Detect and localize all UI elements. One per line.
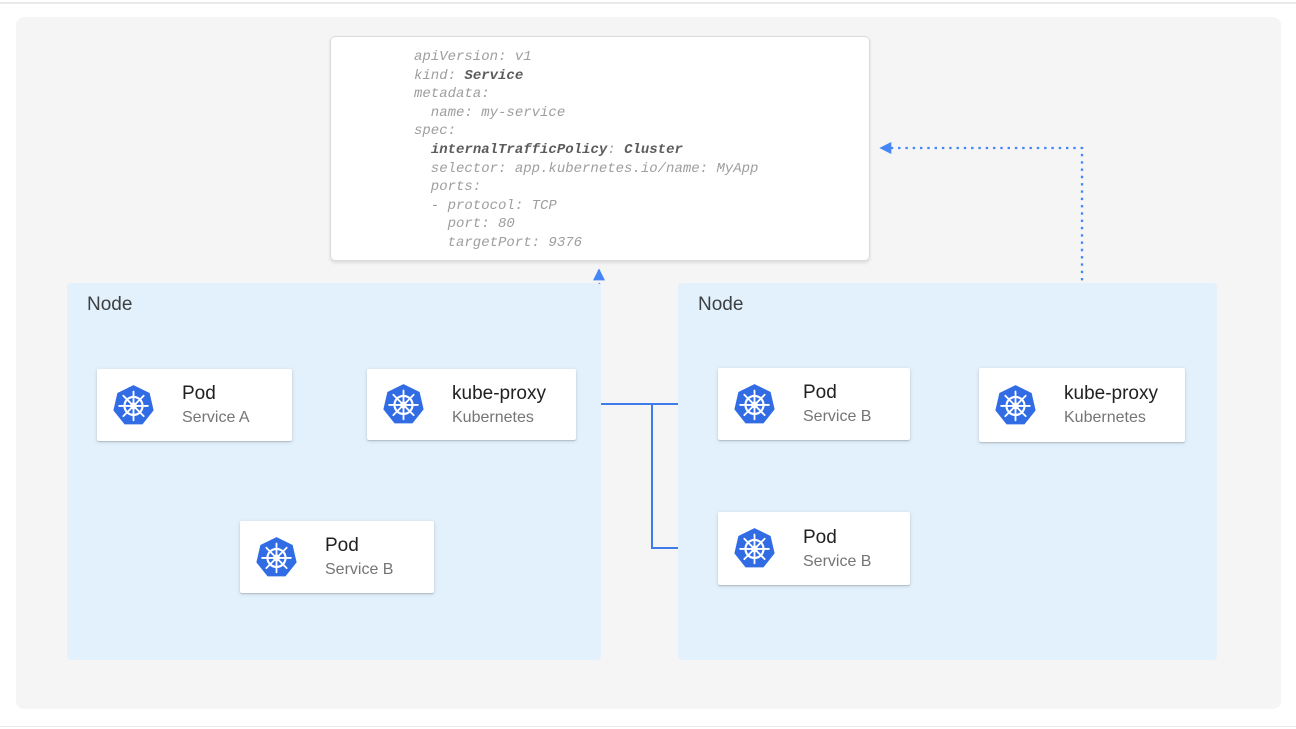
node-panel-right: Node	[678, 283, 1217, 660]
yaml-code-line: spec:	[414, 123, 457, 140]
pod-card-service-b-top-right: Pod Service B	[718, 368, 910, 440]
card-title: Pod	[803, 526, 837, 548]
card-subtitle: Kubernetes	[1064, 409, 1146, 426]
card-subtitle: Kubernetes	[452, 408, 534, 426]
card-title: Pod	[803, 382, 837, 403]
yaml-code-line: name: my-service	[414, 104, 566, 121]
yaml-code-line: selector: app.kubernetes.io/name: MyApp	[414, 160, 759, 177]
kube-proxy-card-right: kube-proxy Kubernetes	[979, 368, 1185, 442]
pod-card-service-b-left: Pod Service B	[240, 521, 434, 593]
kubernetes-logo-icon	[255, 536, 298, 579]
service-manifest-card: apiVersion: v1 kind: Service metadata: nam…	[330, 36, 870, 261]
top-divider-line	[0, 2, 1296, 4]
card-title: kube-proxy	[452, 382, 546, 404]
card-title: Pod	[182, 383, 216, 404]
node-panel-left: Node	[67, 283, 601, 660]
pod-card-service-b-bottom-right: Pod Service B	[718, 512, 910, 585]
yaml-code-line: port: 80	[414, 216, 515, 233]
kube-proxy-card-left: kube-proxy Kubernetes	[367, 369, 576, 440]
yaml-code-line: kind: Service	[414, 67, 524, 84]
card-title: kube-proxy	[1064, 383, 1158, 404]
card-subtitle: Service B	[803, 408, 872, 425]
yaml-code-line: metadata:	[414, 86, 490, 103]
bottom-divider-line	[0, 726, 1296, 727]
kubernetes-logo-icon	[112, 384, 155, 427]
yaml-code-line: ports:	[414, 179, 482, 196]
pod-card-service-a: Pod Service A	[97, 369, 292, 441]
yaml-code-line: internalTrafficPolicy: Cluster	[430, 141, 683, 158]
card-subtitle: Service B	[325, 561, 394, 578]
card-subtitle: Service B	[803, 552, 872, 570]
yaml-code-line: apiVersion: v1	[414, 49, 532, 65]
yaml-code: apiVersion: v1 kind: Service metadata: nam…	[414, 48, 758, 253]
yaml-code-line: targetPort: 9376	[414, 234, 583, 251]
card-subtitle: Service A	[182, 409, 250, 426]
yaml-code-line: - protocol: TCP	[414, 197, 557, 214]
card-title: Pod	[325, 535, 359, 556]
node-label: Node	[698, 294, 744, 315]
kubernetes-logo-icon	[733, 383, 776, 426]
kubernetes-logo-icon	[994, 384, 1037, 427]
kubernetes-logo-icon	[382, 383, 425, 426]
kubernetes-logo-icon	[733, 527, 776, 570]
node-label: Node	[87, 294, 133, 315]
